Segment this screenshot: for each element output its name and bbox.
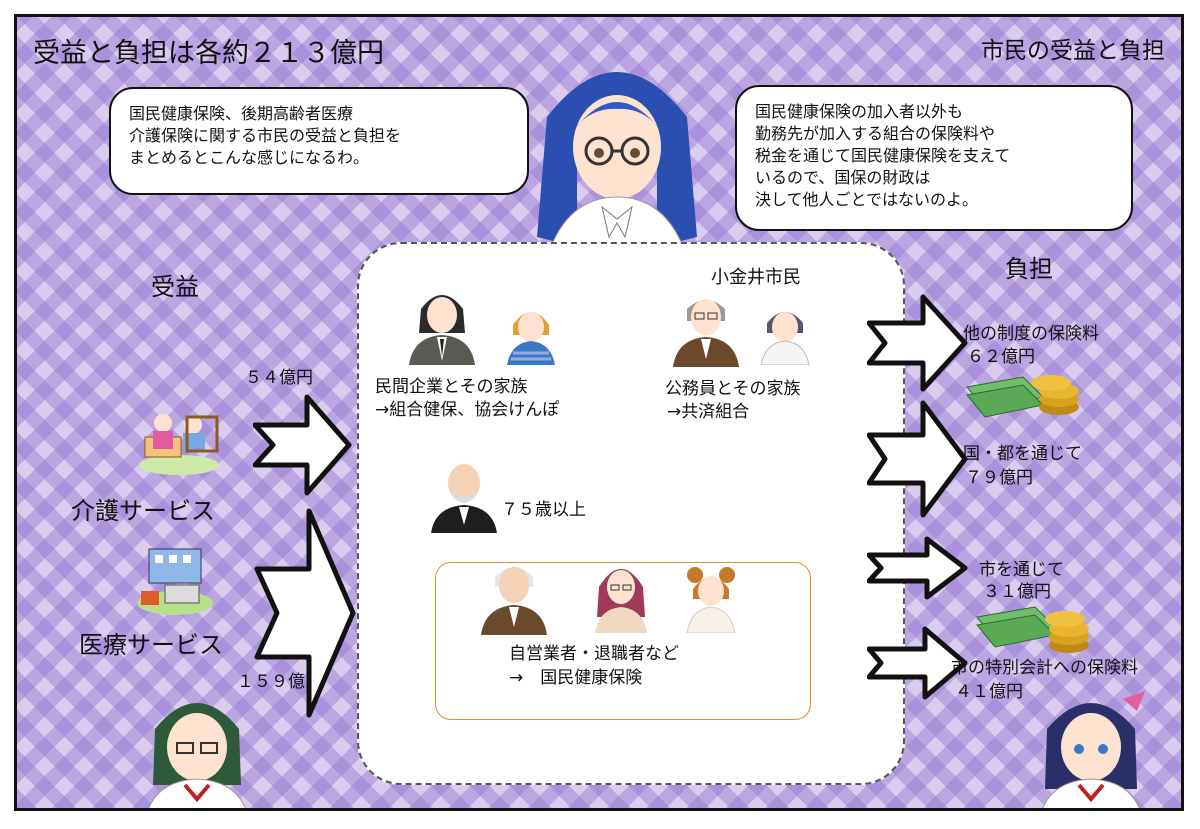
care-service-label: 介護サービス bbox=[71, 497, 215, 525]
bubble-left-line-1: 国民健康保険、後期高齢者医療 bbox=[129, 104, 354, 123]
student-girl-left-icon bbox=[148, 703, 246, 808]
girl-icon bbox=[686, 567, 736, 633]
young-man-icon bbox=[760, 312, 810, 365]
group3-line2: → 国民健康保険 bbox=[509, 668, 643, 688]
group2-line2: →共済組合 bbox=[667, 402, 750, 422]
official-icon bbox=[673, 299, 739, 367]
medical-amount: １５９億円 bbox=[237, 672, 322, 692]
woman-glasses-icon bbox=[595, 569, 647, 633]
medical-arrow-icon bbox=[254, 508, 356, 718]
coin-stack-icon bbox=[976, 606, 1089, 653]
national-health-insurance-box bbox=[435, 562, 811, 720]
care-amount: ５４億円 bbox=[245, 368, 313, 388]
bubble-right-line-4: いるので、国保の財政は bbox=[755, 168, 931, 187]
burden-item-1-amount: ６２億円 bbox=[967, 347, 1035, 367]
medical-service-label: 医療サービス bbox=[79, 631, 223, 659]
narrator-speech-bubble-left: 国民健康保険、後期高齢者医療 介護保険に関する市民の受益と負担を まとめるとこん… bbox=[109, 87, 529, 195]
page-subtitle: 市民の受益と負担 bbox=[981, 38, 1165, 64]
group2-line1: 公務員とその家族 bbox=[665, 379, 801, 399]
care-arrow-icon bbox=[253, 394, 352, 496]
narrator-character bbox=[537, 72, 697, 257]
citizens-box-title: 小金井市民 bbox=[711, 267, 801, 288]
burden-arrow-3-icon bbox=[867, 536, 968, 600]
group3-line1: 自営業者・退職者など bbox=[509, 644, 679, 664]
burden-arrow-2-icon bbox=[867, 400, 968, 518]
burden-heading: 負担 bbox=[1005, 255, 1053, 283]
narrator-speech-bubble-right: 国民健康保険の加入者以外も 勤務先が加入する組合の保険料や 税金を通じて国民健康… bbox=[735, 85, 1133, 231]
group1-line1: 民間企業とその家族 bbox=[375, 377, 528, 397]
bubble-left-line-3: まとめるとこんな感じになるわ。 bbox=[129, 148, 370, 167]
elder-label: ７５歳以上 bbox=[501, 500, 586, 520]
diagram-frame: 受益と負担は各約２１３億円 市民の受益と負担 国民健康保険、後期高齢者医療 介護… bbox=[14, 14, 1184, 811]
benefit-heading: 受益 bbox=[151, 273, 199, 301]
burden-item-4-label: 市の特別会計への保険料 bbox=[951, 658, 1138, 678]
student-girl-right-icon bbox=[1042, 691, 1145, 808]
nurse-care-icon bbox=[139, 414, 219, 475]
burden-arrow-4-icon bbox=[867, 626, 968, 700]
burden-item-2-label: 国・都を通じて bbox=[963, 444, 1082, 464]
burden-item-3-label: 市を通じて bbox=[979, 560, 1064, 580]
hospital-icon bbox=[137, 548, 213, 615]
elderly-man-icon bbox=[431, 464, 497, 533]
bubble-left-line-2: 介護保険に関する市民の受益と負担を bbox=[129, 126, 402, 145]
burden-item-2-amount: ７９億円 bbox=[965, 468, 1033, 488]
businessman-icon bbox=[409, 295, 475, 365]
burden-item-1-label: 他の制度の保険料 bbox=[963, 324, 1099, 344]
page-title: 受益と負担は各約２１３億円 bbox=[33, 38, 384, 69]
bubble-right-line-2: 勤務先が加入する組合の保険料や bbox=[755, 124, 996, 143]
bubble-right-line-5: 決して他人ごとではないのよ。 bbox=[755, 190, 979, 209]
burden-arrow-1-icon bbox=[867, 294, 968, 392]
burden-item-3-amount: ３１億円 bbox=[983, 582, 1051, 602]
bubble-right-line-1: 国民健康保険の加入者以外も bbox=[755, 102, 964, 121]
retired-man-icon bbox=[481, 567, 547, 635]
bubble-right-line-3: 税金を通じて国民健康保険を支えて bbox=[755, 146, 1011, 165]
group1-line2: →組合健保、協会けんぽ bbox=[375, 400, 560, 420]
money-stack-icon bbox=[966, 375, 1079, 418]
child-icon bbox=[507, 312, 555, 365]
burden-item-4-amount: ４１億円 bbox=[955, 682, 1023, 702]
